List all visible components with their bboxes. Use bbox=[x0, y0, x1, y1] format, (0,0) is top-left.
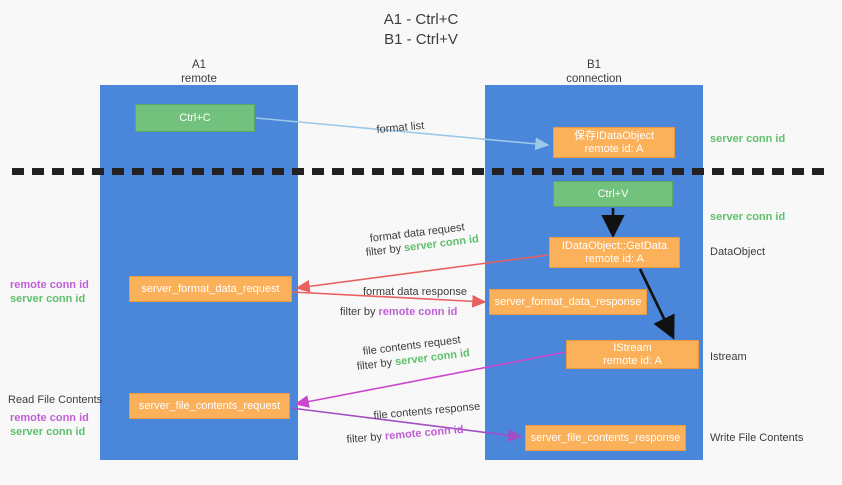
box-ctrl-c[interactable]: Ctrl+C bbox=[135, 104, 255, 132]
box-istream-line1: IStream bbox=[613, 341, 652, 354]
box-save-idataobject-line2: remote id: A bbox=[584, 142, 644, 155]
box-save-idataobject[interactable]: 保存IDataObject remote id: A bbox=[553, 127, 675, 158]
box-server-file-contents-response-label: server_file_contents_response bbox=[530, 431, 681, 444]
box-idataobject-getdata[interactable]: IDataObject::GetData remote id: A bbox=[549, 237, 680, 268]
left-server-conn-id-lower: server conn id bbox=[10, 426, 86, 438]
label-file-contents-request-filter-prefix: filter by bbox=[356, 356, 396, 373]
left-conn-ids-upper: remote conn id server conn id bbox=[10, 278, 89, 306]
right-istream-label: Istream bbox=[710, 351, 747, 363]
left-remote-conn-id-upper: remote conn id bbox=[10, 279, 89, 291]
box-istream-line2: remote id: A bbox=[603, 354, 662, 367]
column-header-b1-sub: connection bbox=[566, 73, 622, 85]
label-file-contents-response-filter: filter by remote conn id bbox=[346, 423, 464, 447]
box-server-format-data-response-label: server_format_data_response bbox=[494, 295, 642, 308]
column-header-a1-name: A1 bbox=[191, 59, 207, 71]
box-save-idataobject-line1: 保存IDataObject bbox=[573, 129, 655, 142]
title-line-2: B1 - Ctrl+V bbox=[384, 31, 458, 48]
left-conn-ids-lower: remote conn id server conn id bbox=[10, 411, 89, 439]
right-server-conn-id-top: server conn id bbox=[710, 133, 786, 145]
box-ctrl-c-label: Ctrl+C bbox=[179, 111, 211, 124]
title-line-1: A1 - Ctrl+C bbox=[383, 11, 459, 28]
left-server-conn-id-upper: server conn id bbox=[10, 293, 86, 305]
label-format-data-request-filter-prefix: filter by bbox=[365, 242, 405, 259]
box-istream[interactable]: IStream remote id: A bbox=[566, 340, 699, 369]
box-server-format-data-request-label: server_format_data_request bbox=[141, 282, 280, 295]
box-server-file-contents-request-label: server_file_contents_request bbox=[138, 399, 281, 412]
phase-divider bbox=[12, 168, 830, 175]
page-title: A1 - Ctrl+C B1 - Ctrl+V bbox=[0, 10, 842, 50]
right-dataobject-label: DataObject bbox=[710, 246, 766, 258]
left-read-file-contents: Read File Contents bbox=[8, 394, 103, 406]
left-remote-conn-id-lower: remote conn id bbox=[10, 412, 89, 424]
right-write-file-contents-label: Write File Contents bbox=[710, 432, 804, 444]
label-file-contents-response-filter-prefix: filter by bbox=[346, 430, 386, 446]
label-file-contents-response: file contents response bbox=[373, 400, 481, 422]
label-format-data-response-filter: filter by remote conn id bbox=[340, 305, 457, 319]
right-server-conn-id-mid: server conn id bbox=[710, 211, 786, 223]
label-format-data-response-filter-value: remote conn id bbox=[378, 306, 458, 318]
label-format-data-response: format data response bbox=[363, 286, 467, 298]
column-header-a1-sub: remote bbox=[181, 73, 217, 85]
column-header-a1: A1 remote bbox=[100, 58, 298, 86]
box-server-format-data-response[interactable]: server_format_data_response bbox=[489, 289, 647, 315]
label-format-list: format list bbox=[376, 119, 425, 136]
box-server-format-data-request[interactable]: server_format_data_request bbox=[129, 276, 292, 302]
column-header-b1: B1 connection bbox=[485, 58, 703, 86]
column-header-b1-name: B1 bbox=[586, 59, 602, 71]
box-server-file-contents-request[interactable]: server_file_contents_request bbox=[129, 393, 290, 419]
box-idataobject-getdata-line2: remote id: A bbox=[585, 252, 644, 265]
box-ctrl-v-label: Ctrl+V bbox=[597, 187, 629, 200]
box-idataobject-getdata-line1: IDataObject::GetData bbox=[561, 239, 668, 252]
box-server-file-contents-response[interactable]: server_file_contents_response bbox=[525, 425, 686, 451]
label-format-data-response-filter-prefix: filter by bbox=[340, 306, 379, 318]
box-ctrl-v[interactable]: Ctrl+V bbox=[553, 181, 673, 207]
label-file-contents-response-filter-value: remote conn id bbox=[384, 423, 465, 443]
